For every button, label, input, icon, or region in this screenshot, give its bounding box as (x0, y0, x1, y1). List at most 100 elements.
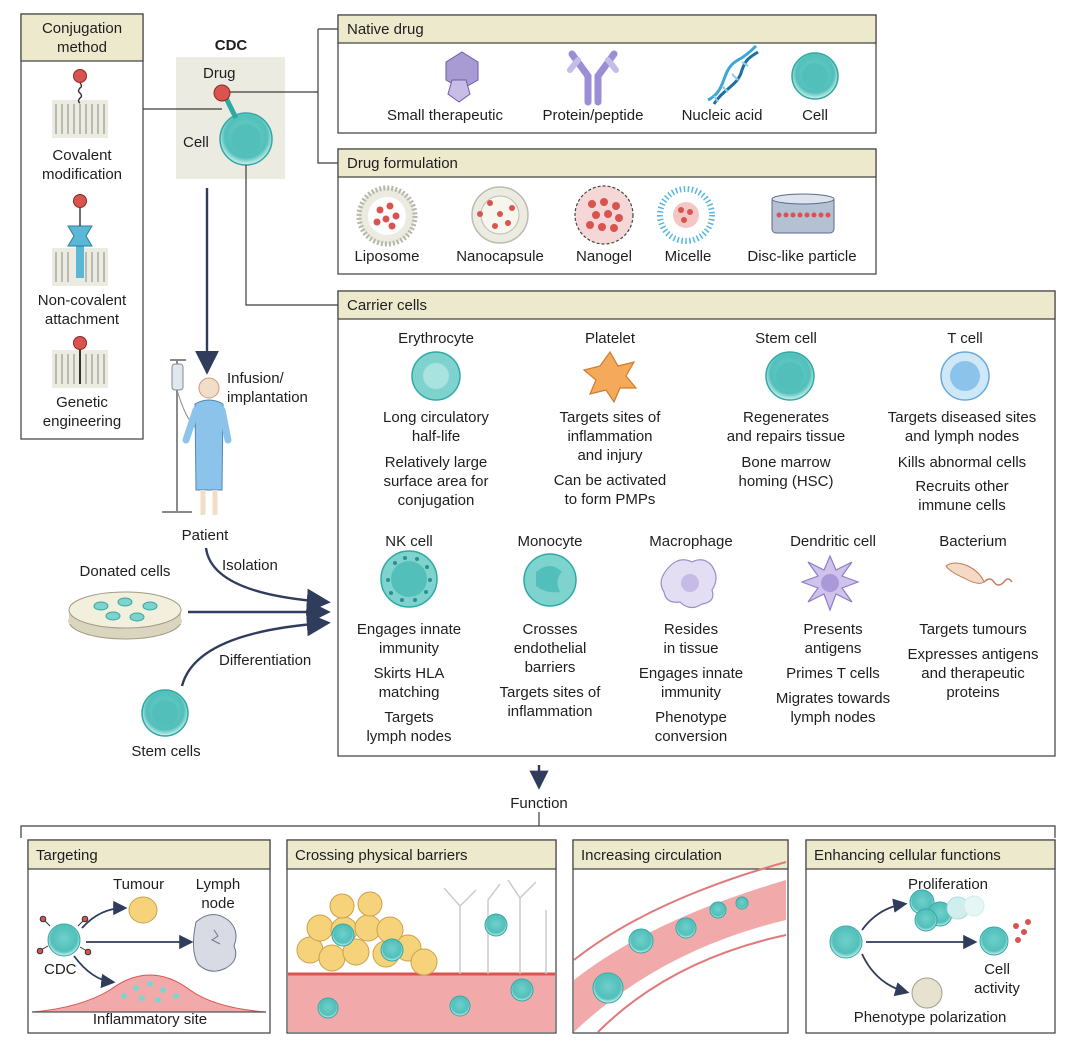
carrier-dendritic-cell-feature-3: Migrates towards lymph nodes (775, 690, 891, 726)
stem-cells-label: Stem cells (131, 743, 201, 760)
disc-like-particle-icon (771, 193, 835, 234)
carrier-erythrocyte-name: Erythrocyte (398, 330, 474, 347)
carrier-macrophage-feature-2: Engages innate immunity (638, 665, 744, 701)
carrier-erythrocyte-feature-2: Relatively large surface area for conjug… (383, 454, 489, 509)
delivery-arrows (180, 188, 549, 790)
micelle-icon (657, 186, 715, 244)
small-therapeutic-icon (445, 51, 479, 103)
erythrocyte-icon (411, 351, 461, 401)
protein-peptide-icon (567, 50, 619, 106)
connector-lines (143, 28, 338, 306)
targeting-lymph-node-label: Lymph node (195, 876, 241, 912)
formulation-micelle: Micelle (664, 248, 712, 265)
lymph-node-icon (192, 914, 237, 972)
patient-label: Patient (181, 527, 229, 544)
carrier-platelet-feature-1: Targets sites of inflammation and injury (559, 409, 661, 464)
genetic-engineering-icon (52, 336, 108, 388)
carrier-bacterium-feature-1: Targets tumours (919, 621, 1027, 638)
carrier-nk-cell-name: NK cell (385, 533, 433, 550)
carrier-t-cell-feature-2: Kills abnormal cells (897, 454, 1027, 471)
conjugation-method-covalent: Covalent modification (41, 147, 123, 183)
monocyte-icon (523, 553, 577, 607)
tumour-icon (128, 896, 158, 924)
carrier-t-cell-feature-1: Targets diseased sites and lymph nodes (887, 409, 1037, 445)
function-targeting-title: Targeting (36, 847, 98, 864)
t-cell-icon (940, 351, 990, 401)
bacterium-icon (945, 562, 1013, 586)
crossing-barriers-illustration (288, 879, 555, 1032)
patient-figure (162, 359, 232, 515)
native-drug-panel (337, 14, 877, 134)
native-drug-small-therapeutic: Small therapeutic (387, 107, 503, 124)
targeting-inflammatory-site-label: Inflammatory site (92, 1011, 208, 1028)
native-cell-icon (791, 52, 839, 100)
carrier-monocyte-feature-2: Targets sites of inflammation (499, 684, 601, 720)
liposome-icon (356, 185, 418, 247)
function-enhancing-title: Enhancing cellular functions (814, 847, 1001, 864)
covalent-modification-icon (52, 69, 108, 138)
formulation-liposome: Liposome (354, 248, 420, 265)
nanogel-icon (574, 185, 634, 245)
platelet-icon (582, 350, 638, 404)
cdc-box (176, 57, 285, 179)
targeting-illustration (31, 896, 267, 1013)
nanocapsule-icon (471, 186, 529, 244)
carrier-stem-cell-feature-1: Regenerates and repairs tissue (726, 409, 846, 445)
conjugation-method-genetic: Genetic engineering (42, 394, 122, 430)
native-drug-protein-peptide: Protein/peptide (542, 107, 644, 124)
formulation-disc-like: Disc-like particle (747, 248, 857, 265)
carrier-cells-title: Carrier cells (347, 297, 428, 314)
function-title: Function (510, 795, 568, 812)
infusion-label: Infusion/ implantation (227, 370, 308, 406)
isolation-label: Isolation (222, 557, 278, 574)
enhancing-functions-illustration (829, 889, 1031, 1009)
formulation-nanogel: Nanogel (576, 248, 632, 265)
targeting-cdc-label: CDC (44, 961, 77, 978)
enhancing-phenotype-label: Phenotype polarization (853, 1009, 1007, 1026)
carrier-monocyte-name: Monocyte (517, 533, 583, 550)
stem-cells-icon (141, 689, 189, 737)
function-circulation-title: Increasing circulation (581, 847, 722, 864)
cdc-cell-label: Cell (183, 134, 209, 151)
carrier-bacterium-feature-2: Expresses antigens and therapeutic prote… (907, 646, 1039, 701)
formulation-nanocapsule: Nanocapsule (456, 248, 544, 265)
enhancing-proliferation-label: Proliferation (907, 876, 989, 893)
stem-cell-icon (765, 351, 815, 401)
native-drug-title: Native drug (347, 21, 424, 38)
carrier-macrophage-name: Macrophage (649, 533, 733, 550)
nucleic-acid-icon (707, 44, 759, 105)
carrier-platelet-feature-2: Can be activated to form PMPs (553, 472, 667, 508)
differentiation-label: Differentiation (219, 652, 312, 669)
carrier-platelet-name: Platelet (584, 330, 636, 347)
cdc-drug-label: Drug (203, 65, 236, 82)
carrier-nk-cell-feature-2: Skirts HLA matching (373, 665, 445, 701)
conjugation-method-title: Conjugation method (41, 20, 123, 56)
enhancing-cell-activity-label: Cell activity (974, 961, 1020, 997)
carrier-dendritic-cell-feature-2: Primes T cells (786, 665, 880, 682)
function-bracket (20, 812, 1056, 838)
macrophage-icon (660, 559, 717, 609)
carrier-dendritic-cell-name: Dendritic cell (790, 533, 876, 550)
cdc-title: CDC (214, 37, 248, 54)
carrier-macrophage-feature-3: Phenotype conversion (654, 709, 728, 745)
targeting-cdc-icon (47, 923, 81, 957)
carrier-t-cell-name: T cell (947, 330, 983, 347)
carrier-nk-cell-feature-1: Engages innate immunity (356, 621, 462, 657)
carrier-erythrocyte-feature-1: Long circulatory half-life (383, 409, 489, 445)
donated-cells-label: Donated cells (79, 563, 171, 580)
native-drug-nucleic-acid: Nucleic acid (681, 107, 763, 124)
carrier-bacterium-name: Bacterium (939, 533, 1007, 550)
conjugation-method-noncovalent: Non-covalent attachment (37, 292, 127, 328)
carrier-macrophage-feature-1: Resides in tissue (663, 621, 719, 657)
increasing-circulation-illustration (573, 861, 787, 1033)
nk-cell-icon (380, 550, 438, 608)
function-crossing-title: Crossing physical barriers (295, 847, 468, 864)
carrier-nk-cell-feature-3: Targets lymph nodes (366, 709, 452, 745)
carrier-t-cell-feature-3: Recruits other immune cells (915, 478, 1009, 514)
cdc-drug-icon (213, 84, 231, 102)
carrier-dendritic-cell-feature-1: Presents antigens (803, 621, 863, 657)
targeting-tumour-label: Tumour (113, 876, 165, 893)
carrier-monocyte-feature-1: Crosses endothelial barriers (513, 621, 587, 676)
drug-formulation-title: Drug formulation (347, 155, 458, 172)
non-covalent-attachment-icon (52, 194, 108, 286)
